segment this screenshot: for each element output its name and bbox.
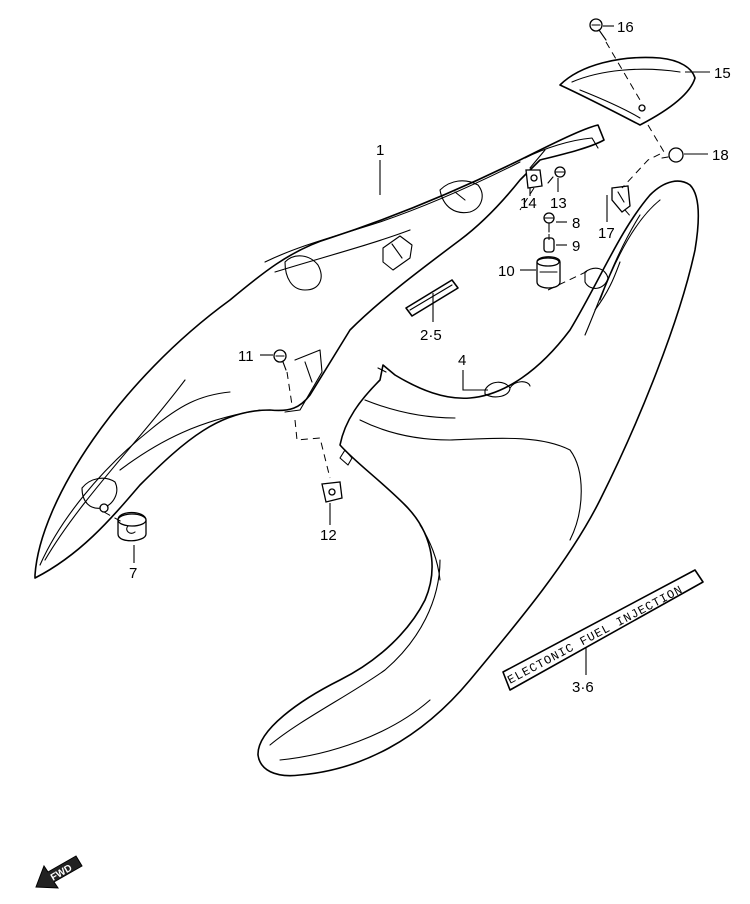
callout-18: 18 [712, 147, 729, 164]
callout-15: 15 [714, 65, 731, 82]
part-8-screw [543, 212, 555, 233]
callout-12: 12 [320, 527, 337, 544]
callout-1: 1 [376, 142, 384, 159]
part-9-collar [543, 237, 555, 253]
assembly-line-14 [519, 187, 535, 211]
callout-7: 7 [129, 565, 137, 582]
callout-10: 10 [498, 263, 515, 280]
part-12-nut [321, 481, 343, 503]
part-14-nut-clip [525, 169, 543, 189]
part-17-bracket [611, 185, 631, 213]
part-4-side-cover [257, 180, 700, 777]
callout-4: 4 [458, 352, 466, 369]
part-18-clip [661, 147, 684, 163]
assembly-line-17 [624, 209, 633, 219]
part-11-screw [273, 349, 287, 371]
callout-8: 8 [572, 215, 580, 232]
leader-4 [462, 370, 488, 391]
callout-11: 11 [238, 348, 254, 365]
assembly-line-11 [286, 371, 293, 406]
assembly-line-7 [103, 511, 123, 523]
callout-9: 9 [572, 238, 580, 255]
fwd-label: FWD [49, 863, 74, 884]
fwd-arrow-icon: FWD [35, 855, 83, 889]
callout-16: 16 [617, 19, 634, 36]
part-15-rear-panel [559, 56, 696, 126]
callout-13: 13 [550, 195, 567, 212]
part-10-grommet [536, 256, 561, 289]
assembly-line-15 [621, 124, 665, 189]
assembly-line-10 [547, 269, 591, 291]
assembly-line-12 [294, 419, 331, 479]
callout-3-6: 3·6 [572, 679, 594, 696]
part-13-screw [547, 166, 566, 184]
callout-17: 17 [598, 225, 615, 242]
callout-14: 14 [520, 195, 537, 212]
part-7-cushion [117, 511, 147, 542]
part-2-5-emblem [405, 279, 459, 317]
part-1-frame-cover [34, 124, 605, 579]
callout-2-5: 2·5 [420, 327, 442, 344]
part-16-screw [589, 18, 607, 41]
